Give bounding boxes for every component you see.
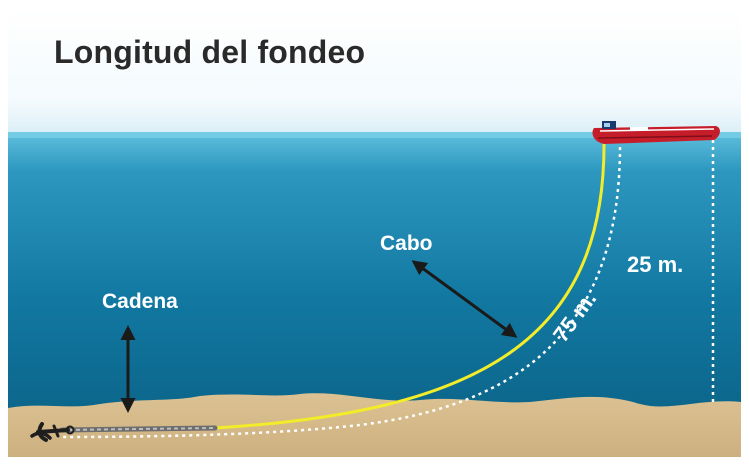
- water-surface: [8, 132, 741, 138]
- chain-links: [61, 427, 216, 431]
- depth-label: 25 m.: [627, 252, 684, 277]
- rope-arrow: [411, 260, 518, 338]
- chain-label: Cadena: [102, 290, 178, 313]
- diagram-title: Longitud del fondeo: [54, 34, 366, 70]
- rope-line: [214, 139, 606, 430]
- anchor-icon: [30, 422, 75, 442]
- rope-label: Cabo: [380, 232, 433, 255]
- seabed: [8, 393, 741, 457]
- boat-icon: [592, 117, 720, 144]
- sky: [8, 10, 741, 135]
